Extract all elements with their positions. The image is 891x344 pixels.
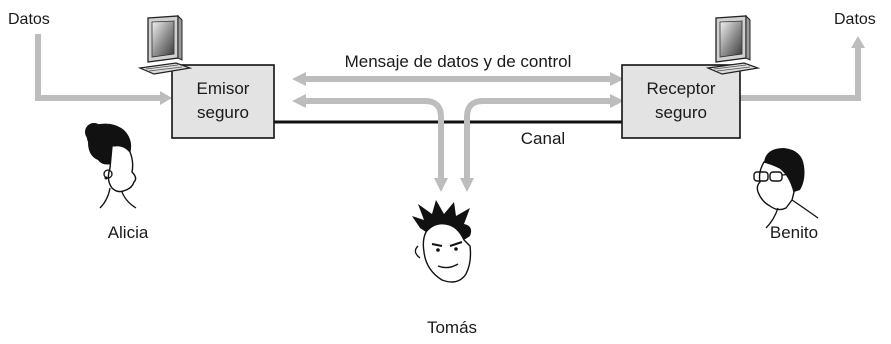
data-out-arrow <box>740 36 865 101</box>
receiver-line1: Receptor <box>647 79 716 98</box>
data-in-label: Datos <box>8 11 50 28</box>
person-icon <box>753 148 819 229</box>
person-icon <box>85 123 137 209</box>
sender-line2: seguro <box>197 103 249 122</box>
receiver-box <box>621 64 741 139</box>
trudy-label: Tomás <box>427 318 477 337</box>
intercept-arrows <box>304 98 612 180</box>
channel-label: Canal <box>521 129 565 148</box>
receiver-line2: seguro <box>655 103 707 122</box>
computer-icon <box>137 14 193 75</box>
bob-label: Benito <box>770 223 818 242</box>
computer-icon <box>705 14 761 75</box>
data-in-arrow <box>35 34 172 105</box>
intercept-arrowheads <box>292 94 624 192</box>
sender-box <box>171 64 275 139</box>
person-icon <box>412 200 472 283</box>
message-label: Mensaje de datos y de control <box>345 52 572 71</box>
sender-line1: Emisor <box>197 79 250 98</box>
data-out-label: Datos <box>834 11 876 28</box>
alice-label: Alicia <box>108 223 149 242</box>
message-arrow <box>292 72 624 86</box>
